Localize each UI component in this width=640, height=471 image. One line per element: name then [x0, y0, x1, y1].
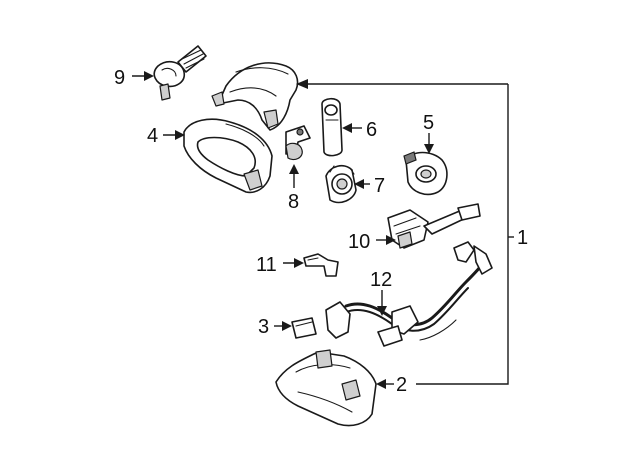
part-11-clip [303, 253, 339, 277]
arrowhead [296, 79, 308, 89]
part-5-clockspring [403, 151, 448, 196]
callout-9: 9 [114, 67, 125, 89]
part-6-bracket [321, 97, 343, 157]
callout-4: 4 [147, 125, 158, 147]
callout-8: 8 [288, 191, 299, 213]
callout-1-bracket [296, 79, 514, 385]
part-2-lower-shroud [275, 349, 377, 427]
part-10-combination-switch [387, 203, 481, 249]
callout-1: 1 [517, 227, 528, 249]
callout-3: 3 [258, 316, 269, 338]
callout-7: 7 [374, 175, 385, 197]
callout-2: 2 [396, 374, 407, 396]
callout-12: 12 [370, 269, 392, 291]
part-8-switch [285, 125, 311, 161]
part-7-lock-cylinder [325, 164, 357, 204]
part-12-wiring-harness [325, 241, 493, 347]
part-4-bezel [183, 118, 273, 194]
callout-leaders [132, 71, 434, 389]
callout-10: 10 [348, 231, 370, 253]
part-3-pad [291, 317, 317, 339]
upper-shroud [211, 62, 299, 131]
callout-6: 6 [366, 119, 377, 141]
callout-labels: 1 2 3 4 5 6 7 8 9 10 11 12 [114, 67, 528, 396]
callout-11: 11 [256, 254, 277, 276]
part-9-bulb [153, 45, 207, 101]
callout-5: 5 [423, 112, 434, 134]
